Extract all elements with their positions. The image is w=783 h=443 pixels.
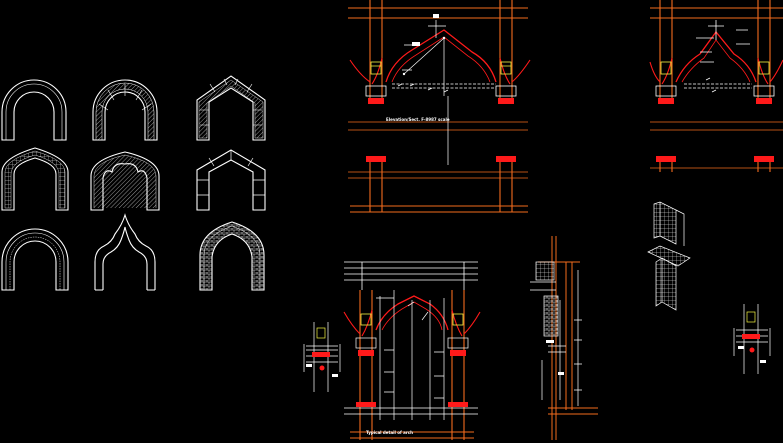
arch-pointed-block [196,149,266,211]
arch-ogee-hatched [1,147,69,211]
elevation-bottom-middle: Typical detail of arch [343,261,481,440]
arch-semicircular-moulded [1,228,69,291]
elevation-top-right [649,0,783,172]
arch-semicircular-voussoir [92,79,158,141]
capital-detail-left [303,322,341,392]
section-detail [530,236,598,440]
arch-semicircular-plain [1,79,67,141]
capital-detail-right [733,304,771,374]
column-iso-detail [647,201,691,311]
arch-pointed-stone [199,221,265,291]
arch-catalog [1,75,266,291]
elevation-top-middle: Elevation/Sect. F-8987 scale [348,0,531,213]
arch-ogee-outline [94,213,156,291]
arch-pointed-voussoir [196,75,266,141]
arch-cusped-voussoir [90,151,160,211]
bottom-note: Typical detail of arch [366,430,413,435]
elevation-note: Elevation/Sect. F-8987 scale [386,117,450,122]
